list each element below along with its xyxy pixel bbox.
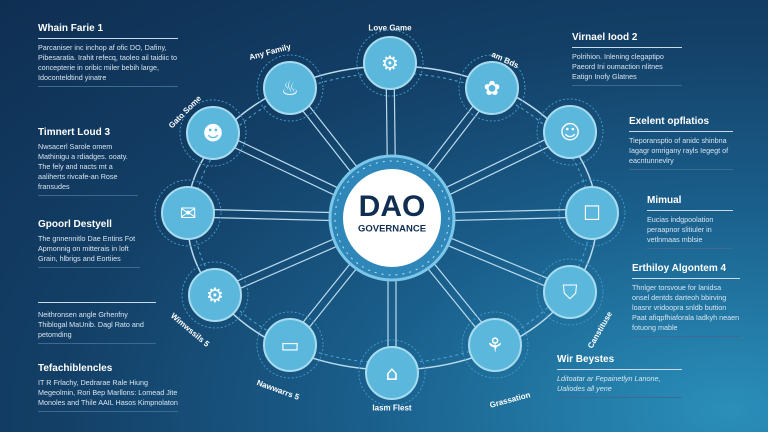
panel-left-5: Tefachiblencles IT R Frlachy, Dedrarae R… <box>38 364 178 412</box>
cup-icon: ♨ <box>281 76 299 100</box>
node-person[interactable]: ☻ <box>179 99 247 167</box>
node-halo <box>256 311 324 379</box>
node-circle <box>543 105 597 159</box>
panel-right-1: Virnael Iood 2 Polrihion. Inlening clega… <box>572 33 682 86</box>
panel-body: Nwsacerl Sarole omem Mathinigu a rdiadge… <box>38 142 138 196</box>
node-chat[interactable]: ☐ <box>558 179 626 247</box>
panel-body: Thnlger torsvoue for lanidsa onsel dentd… <box>632 283 740 337</box>
panel-right-3: Mimual Eucias indgpoolation peraapnor sl… <box>647 196 733 249</box>
node-building[interactable]: ⌂ <box>358 339 426 407</box>
panel-left-1: Whain Farie 1 Parcaniser inc inchop af o… <box>38 24 178 87</box>
node-halo <box>154 179 222 247</box>
node-circle <box>543 265 597 319</box>
node-circle <box>188 268 242 322</box>
building-icon: ⌂ <box>386 361 399 385</box>
node-network[interactable]: ✿ <box>458 54 526 122</box>
center-subtitle: GOVERNANCE <box>357 223 427 235</box>
node-shield[interactable]: ⛉ <box>536 258 604 326</box>
panel-title: Virnael Iood 2 <box>572 33 682 48</box>
gear-icon: ⚙ <box>206 283 224 307</box>
node-compass[interactable]: ⚙ <box>356 29 424 97</box>
center-hub <box>343 169 441 267</box>
node-halo <box>558 179 626 247</box>
panel-left-4: Neithronsen angle Grhenfny Thiblogal MaU… <box>38 302 156 344</box>
panel-title: Timnert Loud 3 <box>38 127 111 138</box>
panel-body: Neithronsen angle Grhenfny Thiblogal MaU… <box>38 310 156 344</box>
node-cup[interactable]: ♨ <box>256 54 324 122</box>
node-halo <box>356 29 424 97</box>
node-halo <box>179 99 247 167</box>
node-circle <box>263 61 317 115</box>
node-halo <box>358 339 426 407</box>
panel-title: Tefachiblencles <box>38 363 113 374</box>
node-head-gear[interactable]: ☺ <box>536 98 604 166</box>
monitor-icon: ▭ <box>281 333 300 357</box>
node-halo <box>461 311 529 379</box>
node-circle <box>161 186 215 240</box>
panel-right-2: Exelent opflatios Tieporansptio of anidc… <box>629 117 733 170</box>
node-circle <box>465 61 519 115</box>
tree-icon: ⚘ <box>486 333 504 357</box>
node-circle <box>263 318 317 372</box>
node-label: Iasm Flest <box>372 403 412 413</box>
node-gear[interactable]: ⚙ <box>181 261 249 329</box>
node-envelope[interactable]: ✉ <box>154 179 222 247</box>
panel-title: Mimual <box>647 196 733 211</box>
panel-body: Eucias indgpoolation peraapnor slitiuler… <box>647 215 733 249</box>
node-halo <box>256 54 324 122</box>
head-gear-icon: ☺ <box>560 120 581 144</box>
panel-body: Lditoatar ar Fepainetlyn Lanone, Ualiode… <box>557 374 682 398</box>
network-icon: ✿ <box>484 76 501 100</box>
panel-body: The gnnennitlo Dae Entins Fot Apmonnig o… <box>38 234 140 268</box>
panel-left-3: Gpoorl Destyell The gnnennitlo Dae Entin… <box>38 220 140 268</box>
panel-title: Exelent opflatios <box>629 117 733 132</box>
panel-body: Parcaniser inc inchop af ofic DO, Dafiny… <box>38 43 178 87</box>
panel-title: Whain Farie 1 <box>38 24 178 39</box>
node-halo <box>458 54 526 122</box>
node-halo <box>536 98 604 166</box>
panel-body: Tieporansptio of anidc shinbna Iagagr om… <box>629 136 733 170</box>
node-halo <box>181 261 249 329</box>
panel-body: Polrihion. Inlening clegaptipo Paeord In… <box>572 52 682 86</box>
node-circle <box>365 346 419 400</box>
panel-right-4: Erthiloy Algontem 4 Thnlger torsvoue for… <box>632 264 740 337</box>
node-tree[interactable]: ⚘ <box>461 311 529 379</box>
panel-title: Wir Beystes <box>557 355 682 370</box>
panel-title: Erthiloy Algontem 4 <box>632 264 740 279</box>
compass-icon: ⚙ <box>381 51 399 75</box>
node-circle <box>186 106 240 160</box>
chat-icon: ☐ <box>583 201 601 225</box>
node-circle <box>565 186 619 240</box>
panel-title: Gpoorl Destyell <box>38 219 112 230</box>
center-hub-ticks <box>334 160 450 276</box>
node-label: Love Game <box>368 23 412 33</box>
node-monitor[interactable]: ▭ <box>256 311 324 379</box>
person-icon: ☻ <box>203 121 224 145</box>
envelope-icon: ✉ <box>180 201 197 225</box>
node-circle <box>468 318 522 372</box>
panel-body: IT R Frlachy, Dedrarae Rale Hiung Megeol… <box>38 378 178 412</box>
panel-right-5: Wir Beystes Lditoatar ar Fepainetlyn Lan… <box>557 355 682 398</box>
node-circle <box>363 36 417 90</box>
center-title: DAO <box>358 190 426 223</box>
panel-left-2: Timnert Loud 3 Nwsacerl Sarole omem Math… <box>38 128 138 196</box>
shield-icon: ⛉ <box>563 280 578 304</box>
node-halo <box>536 258 604 326</box>
